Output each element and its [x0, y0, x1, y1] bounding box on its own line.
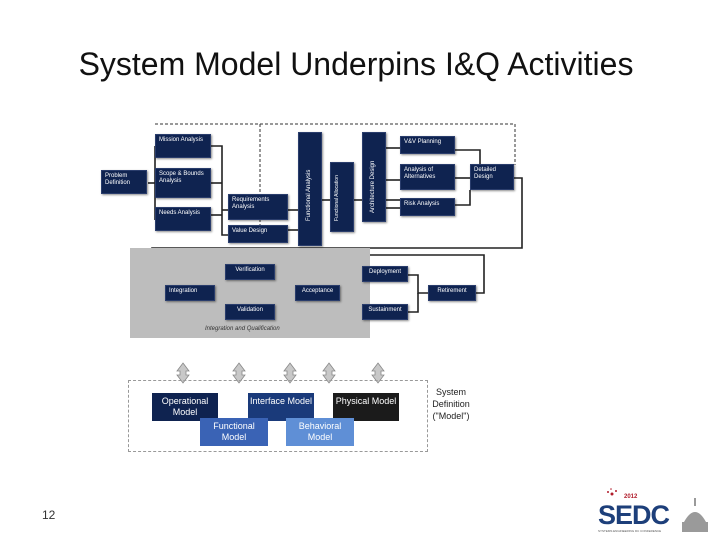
validation-box: Validation [225, 304, 275, 320]
operational-model-box: Operational Model [152, 393, 218, 421]
functional-allocation-label: Functional Allocation [334, 175, 340, 221]
system-definition-frame [128, 380, 428, 452]
sustainment-box: Sustainment [362, 304, 408, 320]
sedc-logo-year: 2012 [624, 494, 638, 500]
system-definition-label: System Definition ("Model") [428, 386, 474, 422]
retirement-box: Retirement [428, 285, 476, 301]
functional-model-box: Functional Model [200, 418, 268, 446]
analysis-alternatives-box: Analysis of Alternatives [400, 164, 455, 190]
problem-definition-box: Problem Definition [101, 170, 147, 194]
requirements-analysis-box: Requirements Analysis [228, 194, 288, 220]
functional-analysis-label: Functional Analysis [306, 169, 312, 221]
system-definition-line1: System [435, 387, 466, 397]
slide-title: System Model Underpins I&Q Activities [78, 46, 634, 82]
verification-box: Verification [225, 264, 275, 280]
functional-allocation-box: Functional Allocation [330, 162, 354, 232]
deployment-box: Deployment [362, 266, 408, 282]
functional-analysis-box: Functional Analysis [298, 132, 322, 246]
sedc-logo-graphic [607, 488, 708, 532]
system-definition-line3: ("Model") [432, 411, 470, 421]
interface-model-box: Interface Model [248, 393, 314, 421]
architecture-design-label: Architecture Design [370, 160, 376, 213]
detailed-design-box: Detailed Design [470, 164, 514, 190]
sedc-logo: SEDC [598, 500, 670, 530]
needs-analysis-box: Needs Analysis [155, 207, 211, 231]
slide-number: 12 [42, 508, 56, 522]
mission-analysis-box: Mission Analysis [155, 134, 211, 158]
vv-planning-box: V&V Planning [400, 136, 455, 154]
acceptance-box: Acceptance [295, 285, 340, 301]
system-definition-line2: Definition [432, 399, 470, 409]
architecture-design-box: Architecture Design [362, 132, 386, 222]
physical-model-box: Physical Model [333, 393, 399, 421]
integration-box: Integration [165, 285, 215, 301]
sedc-logo-tagline: SYSTEMS ENGINEERING DC CONFERENCE [598, 529, 662, 533]
behavioral-model-box: Behavioral Model [286, 418, 354, 446]
value-design-box: Value Design [228, 225, 288, 243]
scope-bounds-box: Scope & Bounds Analysis [155, 168, 211, 198]
risk-analysis-box: Risk Analysis [400, 198, 455, 216]
iq-label: Integration and Qualification [205, 326, 280, 332]
